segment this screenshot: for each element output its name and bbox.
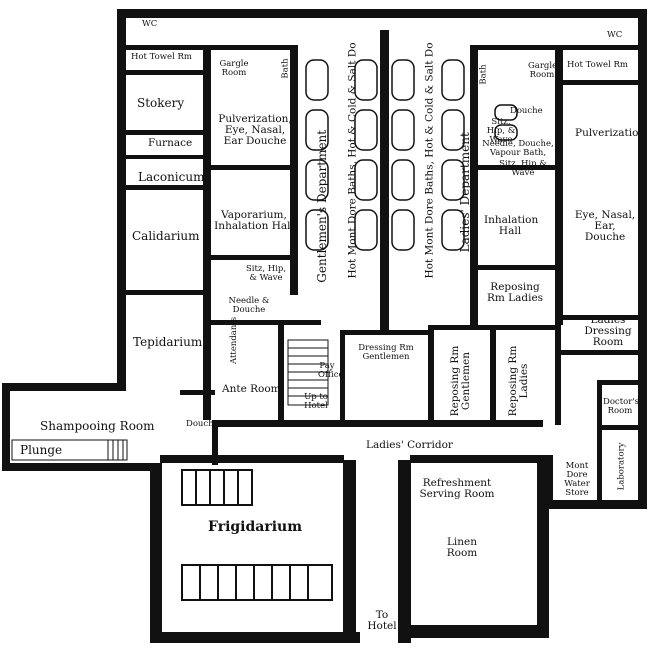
bath-left-label: Bath (280, 58, 291, 79)
walls (2, 9, 647, 643)
sitz-right2-label: Sitz, Hip & Wave (499, 159, 547, 178)
stairs (287, 339, 329, 406)
ladies-dept-label: Ladies' Department (457, 132, 472, 253)
reposing-ladies-right-label: Reposing Rm Ladies (486, 281, 544, 305)
laboratory-label: Laboratory (616, 442, 627, 491)
plunge-steps (11, 439, 128, 461)
eye-right-label: Eye, Nasal, Ear, Douche (574, 209, 636, 244)
hot-mont-dore-right-label: Hot Mont Dore Baths, Hot & Cold & Salt D… (423, 42, 436, 279)
sitz-left-label: Sitz, Hip, & Wave (245, 264, 287, 283)
frigidarium-label: Frigidarium (208, 519, 303, 535)
pay-office-label: Pay Office (318, 361, 344, 380)
wc-right-label: WC (607, 30, 623, 40)
vaporarium-label: Vaporarium, Inhalation Hall (214, 209, 294, 233)
sitz-right-label: Sitz, Hip, & Wave (486, 117, 516, 145)
mont-dore-store-label: Mont Dore Water Store (564, 461, 590, 498)
plunge-label: Plunge (20, 443, 63, 457)
needle-left-label: Needle & Douche (228, 296, 270, 315)
refreshment-label: Refreshment Serving Room (419, 477, 495, 501)
to-hotel-label: To Hotel (367, 609, 397, 633)
hot-towel-right-label: Hot Towel Rm (567, 60, 628, 70)
wc-left-label: WC (142, 19, 158, 29)
bath-right-label: Bath (478, 64, 489, 85)
pulverization-left-label: Pulverization, Eye, Nasal, Ear Douche (218, 113, 292, 148)
tepidarium-label: Tepidarium (133, 335, 203, 349)
pulverization-right-label: Pulverization (575, 127, 646, 139)
ladies-corridor-label: Ladies' Corridor (366, 439, 453, 451)
doctors-room-label: Doctor's Room (603, 397, 639, 416)
gargle-left-label: Gargle Room (219, 59, 249, 78)
ladies-dressing-label: Ladies Dressing Room (584, 314, 632, 349)
douche-small-label: Douche (186, 419, 219, 429)
needle-right-label: Needle, Douche, Vapour Bath, (482, 139, 554, 158)
baths (305, 59, 518, 251)
hot-mont-dore-left-label: Hot Mont Dore Baths, Hot & Cold & Salt D… (346, 42, 359, 279)
gargle-right-label: Gargle Room (528, 61, 558, 80)
up-to-hotel-label: Up to Hotel (304, 392, 328, 411)
dressing-gentlemen-label: Dressing Rm Gentlemen (358, 343, 414, 362)
frigidarium-cubicles (181, 469, 333, 601)
calidarium-label: Calidarium (132, 229, 200, 243)
furnace-label: Furnace (148, 137, 193, 149)
inhalation-right-label: Inhalation Hall (484, 214, 539, 238)
douche-right-label: Douche (510, 106, 543, 116)
attendants-label: Attendants (229, 316, 240, 365)
stokery-label: Stokery (137, 96, 185, 110)
ante-room-label: Ante Room (222, 383, 281, 395)
hot-towel-left-label: Hot Towel Rm (131, 52, 192, 62)
laconicum-label: Laconicum (138, 170, 205, 184)
reposing-gentlemen-label: Reposing Rm Gentlemen (448, 345, 472, 417)
reposing-ladies-mid-label: Reposing Rm Ladies (506, 345, 530, 417)
shampooing-label: Shampooing Room (40, 419, 155, 433)
linen-label: Linen Room (446, 536, 478, 560)
gentlemens-dept-label: Gentlemen's Department (315, 129, 330, 283)
